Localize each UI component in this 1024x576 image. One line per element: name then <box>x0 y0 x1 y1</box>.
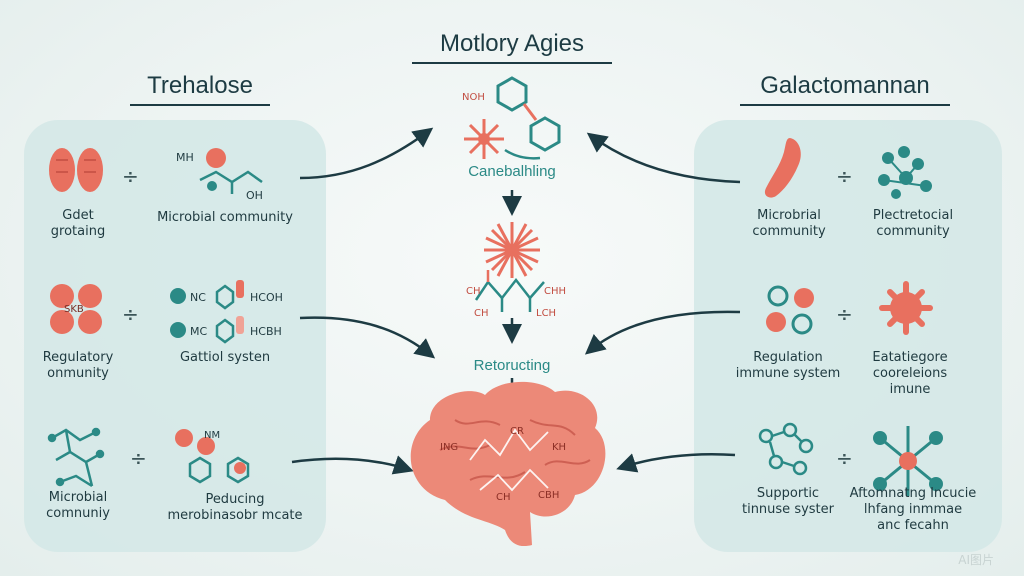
left-row1-label-b: Microbial community <box>157 210 293 225</box>
arrow-left-mid <box>299 316 436 359</box>
arrow-right-mid <box>584 310 741 355</box>
center-burst-icon <box>484 222 540 278</box>
center-mid-chem-label: LCH <box>536 308 557 319</box>
left-row1-molecule <box>199 148 263 194</box>
left-row3-molecule <box>175 429 250 484</box>
brain-chem-label: KH <box>552 442 567 453</box>
center-title: Motlory Agies <box>412 30 612 64</box>
left-row2-chem-label: HCOH <box>250 291 283 304</box>
right-panel <box>694 120 1002 552</box>
left-row3-label-b: Peducing merobinasobr mcate <box>167 492 303 523</box>
right-row1-network-icon <box>878 146 932 199</box>
center-mid-chem-label: CH <box>466 286 481 297</box>
center-stage-label-2: Retoructing <box>473 357 551 374</box>
brain-icon <box>410 381 606 547</box>
right-row3-network-icon <box>758 422 814 476</box>
right-title: Galactomannan <box>740 72 950 106</box>
right-row3-molecule-icon <box>873 426 943 496</box>
right-row2-label-b: Eatatiegore cooreleions imune <box>872 350 948 397</box>
left-row3-divider: ÷ <box>130 446 147 470</box>
brain-chem-label: ING <box>440 442 459 453</box>
right-row1-bacterium-icon <box>764 138 801 198</box>
left-row1-divider: ÷ <box>122 164 139 188</box>
left-row2-chem-label: NC <box>190 291 206 304</box>
right-row2-divider: ÷ <box>836 302 853 326</box>
brain-chem-label: CH <box>496 492 511 503</box>
watermark: AI图片 <box>958 553 994 567</box>
right-row2-cluster-icon <box>766 285 814 335</box>
center-skeletal-molecule <box>474 270 545 312</box>
left-row2-label-a: Regulatory onmunity <box>42 350 114 381</box>
right-row3-divider: ÷ <box>836 446 853 470</box>
right-row1-label-b: Plectretocial community <box>872 208 954 239</box>
left-row2-label-b: Gattiol systen <box>179 350 271 365</box>
arrow-left-top <box>299 127 434 180</box>
brain-chem-label: CR <box>510 426 524 437</box>
center-top-chem-label: NOH <box>462 92 485 103</box>
center-top-molecule <box>464 76 561 160</box>
right-row3-label-b: Aftomnatng Incucie lhfang inmmae anc fec… <box>849 486 977 533</box>
left-row2-inner-label: SKB <box>64 304 84 315</box>
left-row1-label-a: Gdet grotaing <box>50 208 106 239</box>
left-row3-chem-label: NM <box>204 430 221 441</box>
center-mid-chem-label: CHH <box>544 286 567 297</box>
center-stage-label-1: Canebalhling <box>468 163 556 180</box>
hexagon-icon <box>529 116 561 152</box>
arrow-left-bottom <box>291 455 414 475</box>
right-row1-divider: ÷ <box>836 164 853 188</box>
brain-chem-label: CBH <box>538 490 560 501</box>
right-row3-label-a: Supportic tinnuse syster <box>741 486 834 517</box>
left-title: Trehalose <box>130 72 270 106</box>
left-row1-organ-icon <box>49 148 103 192</box>
center-mid-chem-label: CH <box>474 308 489 319</box>
left-row3-network-icon <box>47 427 105 488</box>
left-row1-chem-label: MH <box>176 151 194 164</box>
left-row1-chem-label: OH <box>246 189 263 202</box>
right-row2-starburst-icon <box>879 281 933 335</box>
hexagon-icon <box>496 76 528 112</box>
left-row2-cell-icon <box>50 284 102 334</box>
right-row1-label-a: Microbrial community <box>752 208 826 239</box>
arrow-right-bottom <box>616 452 736 473</box>
left-row2-chem-label: MC <box>190 325 208 338</box>
left-row2-divider: ÷ <box>122 302 139 326</box>
left-row3-label-a: Microbial comnuniy <box>46 490 110 521</box>
arrow-right-top <box>586 132 741 184</box>
right-row2-label-a: Regulation immune system <box>735 350 841 381</box>
left-row2-molecule <box>170 280 244 344</box>
left-row2-chem-label: HCBH <box>250 325 282 338</box>
